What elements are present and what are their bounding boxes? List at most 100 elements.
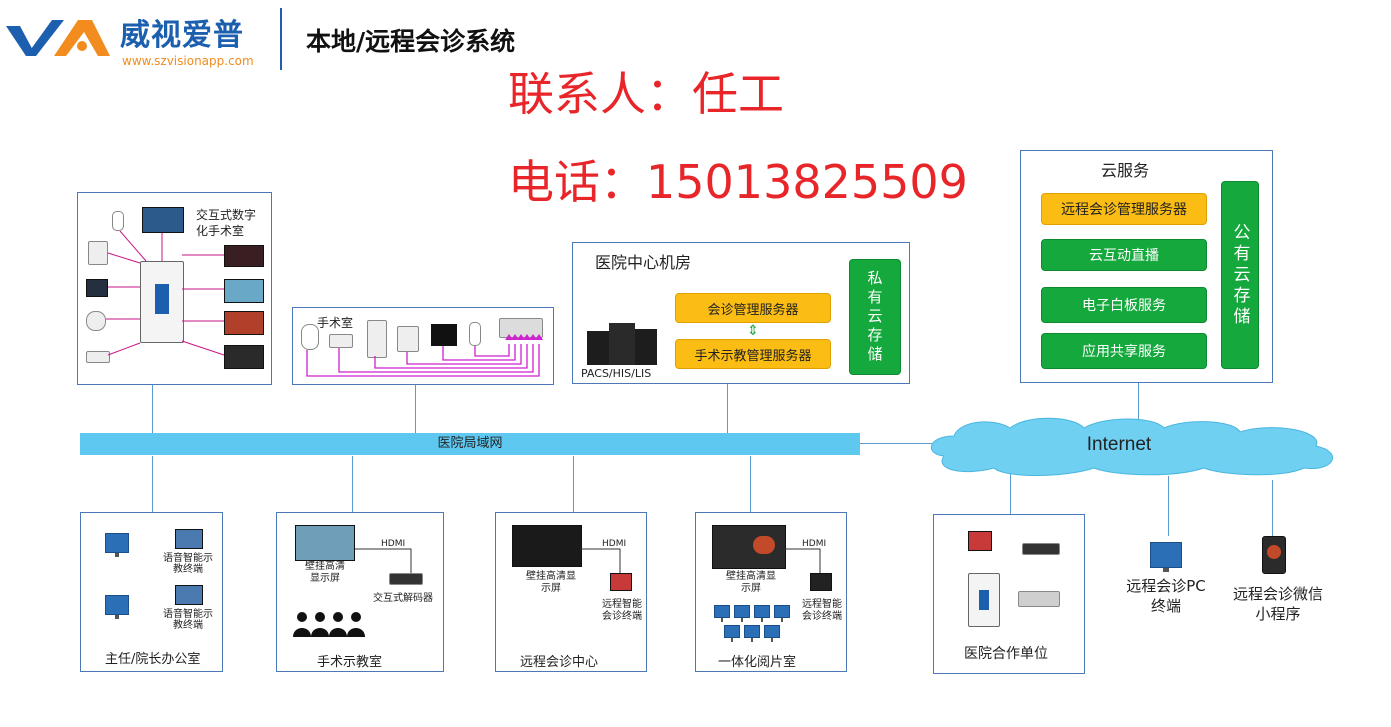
or-image-4 (224, 345, 264, 369)
partner-title: 医院合作单位 (964, 646, 1048, 662)
surgery-connectors (306, 334, 543, 377)
private-cloud: 私有云存储 (849, 259, 901, 375)
remote-pc-label: 远程会诊PC终端 (1126, 577, 1206, 615)
consult-center-title: 远程会诊中心 (520, 655, 599, 670)
teaching-wall-screen-label: 壁挂高清显示屏 (305, 561, 345, 584)
consult-wall-screen (512, 525, 582, 567)
reading-hdmi-line (784, 548, 821, 573)
reading-pc-4 (774, 605, 790, 622)
or-host-device (140, 261, 184, 343)
mini-program-phone (1262, 536, 1286, 574)
surgery-cart (367, 320, 387, 358)
director-terminal-label-1: 语音智能示教终端 (163, 553, 213, 575)
contact-line: 联系人：任工 (508, 67, 784, 121)
line-or-room (152, 385, 153, 433)
director-pc-2 (105, 595, 129, 619)
surgery-headset (469, 322, 481, 346)
or-image-3 (224, 311, 264, 335)
reading-room-title: 一体化阅片室 (718, 655, 797, 670)
surgery-xray-screen (431, 324, 457, 346)
line-cloud (1138, 383, 1139, 423)
or-connectors (106, 230, 225, 356)
partner-host (968, 573, 1000, 627)
cloud-title: 云服务 (1101, 161, 1150, 180)
lan-label: 医院局域网 (437, 436, 503, 451)
teaching-decoder (389, 573, 423, 585)
logo: VA (4, 12, 116, 66)
lan-bar: 医院局域网 (80, 433, 860, 455)
reading-wall-screen (712, 525, 786, 569)
teaching-decoder-label: 交互式解码器 (373, 593, 433, 604)
cloud-service-live: 云互动直播 (1041, 239, 1207, 271)
consult-wall-screen-label: 壁挂高清显示屏 (526, 571, 576, 594)
partner-terminal (968, 531, 992, 551)
or-room-label: 交互式数字化手术室 (196, 208, 257, 238)
teaching-wall-screen (295, 525, 355, 561)
reading-pc-7 (764, 625, 780, 642)
consult-server: 会诊管理服务器 (675, 293, 831, 323)
datacenter-box: 医院中心机房 PACS/HIS/LIS 会诊管理服务器 ⇕ 手术示教管理服务器 … (572, 242, 910, 384)
or-monitor-small (86, 279, 108, 297)
line-reading (750, 456, 751, 512)
reading-pc-5 (724, 625, 740, 642)
or-ptz-camera (86, 311, 106, 331)
partner-encoder (1018, 591, 1060, 607)
line-lan-internet (858, 443, 938, 444)
or-image-1 (224, 245, 264, 267)
partner-decoder (1022, 543, 1060, 555)
partner-box: 医院合作单位 (933, 514, 1085, 674)
surgery-camera (301, 324, 319, 350)
phone-line: 电话：15013825509 (508, 155, 968, 209)
reading-pc-1 (714, 605, 730, 622)
director-office-box: 语音智能示教终端 语音智能示教终端 主任/院长办公室 (80, 512, 223, 672)
line-datacenter (727, 384, 728, 433)
surgery-room-label: 手术室 (317, 316, 354, 330)
line-director (152, 456, 153, 512)
reading-hdmi-label: HDMI (802, 539, 827, 549)
pacs-label: PACS/HIS/LIS (581, 367, 652, 380)
cloud-service-remote: 远程会诊管理服务器 (1041, 193, 1207, 225)
sync-arrow-icon: ⇕ (747, 323, 759, 339)
teaching-hdmi-label: HDMI (381, 539, 406, 549)
teaching-server: 手术示教管理服务器 (675, 339, 831, 369)
consult-center-box: 壁挂高清显示屏 HDMI 远程智能会诊终端 远程会诊中心 (495, 512, 647, 672)
reading-wall-screen-label: 壁挂高清显示屏 (726, 571, 776, 594)
pacs-server-icon (587, 321, 659, 365)
director-terminal-1 (175, 529, 203, 549)
consult-hdmi-label: HDMI (602, 539, 627, 549)
or-box-device (86, 351, 110, 363)
brand-name: 威视爱普 (120, 18, 244, 53)
line-surgery (415, 385, 416, 433)
mini-program-label: 远程会诊微信小程序 (1232, 585, 1323, 623)
internet-cloud: Internet (924, 416, 1344, 476)
director-terminal-2 (175, 585, 203, 605)
line-consult (573, 456, 574, 512)
line-mini (1272, 480, 1273, 536)
teaching-hdmi-line (355, 548, 412, 573)
reading-terminal (810, 573, 832, 591)
cloud-service-share: 应用共享服务 (1041, 333, 1207, 369)
line-pc (1168, 476, 1169, 536)
cloud-service-whiteboard: 电子白板服务 (1041, 287, 1207, 323)
or-camera-device (88, 241, 108, 265)
director-pc-1 (105, 533, 129, 557)
or-room-box: 交互式数字化手术室 (77, 192, 272, 385)
consult-terminal (610, 573, 632, 591)
teaching-room-box: 壁挂高清显示屏 HDMI 交互式解码器 手术示教室 (276, 512, 444, 672)
cloud-box: 云服务 远程会诊管理服务器 云互动直播 电子白板服务 应用共享服务 公有云存储 (1020, 150, 1273, 383)
header-divider (280, 8, 282, 70)
director-terminal-label-2: 语音智能示教终端 (163, 609, 213, 631)
internet-label: Internet (1086, 434, 1152, 455)
audience-icon (293, 609, 367, 637)
consult-terminal-label: 远程智能会诊终端 (602, 599, 642, 622)
public-cloud: 公有云存储 (1221, 181, 1259, 369)
reading-room-box: 壁挂高清显示屏 HDMI 远程智能会诊终端 一体化阅片室 (695, 512, 847, 672)
director-office-title: 主任/院长办公室 (105, 652, 201, 667)
surgery-room-box: 手术室 (292, 307, 554, 385)
line-teaching (352, 456, 353, 512)
line-partner (1010, 470, 1011, 514)
consult-hdmi-line (580, 548, 621, 573)
brand-url: www.szvisionapp.com (122, 54, 254, 68)
or-image-2 (224, 279, 264, 303)
system-title: 本地/远程会诊系统 (306, 27, 516, 56)
